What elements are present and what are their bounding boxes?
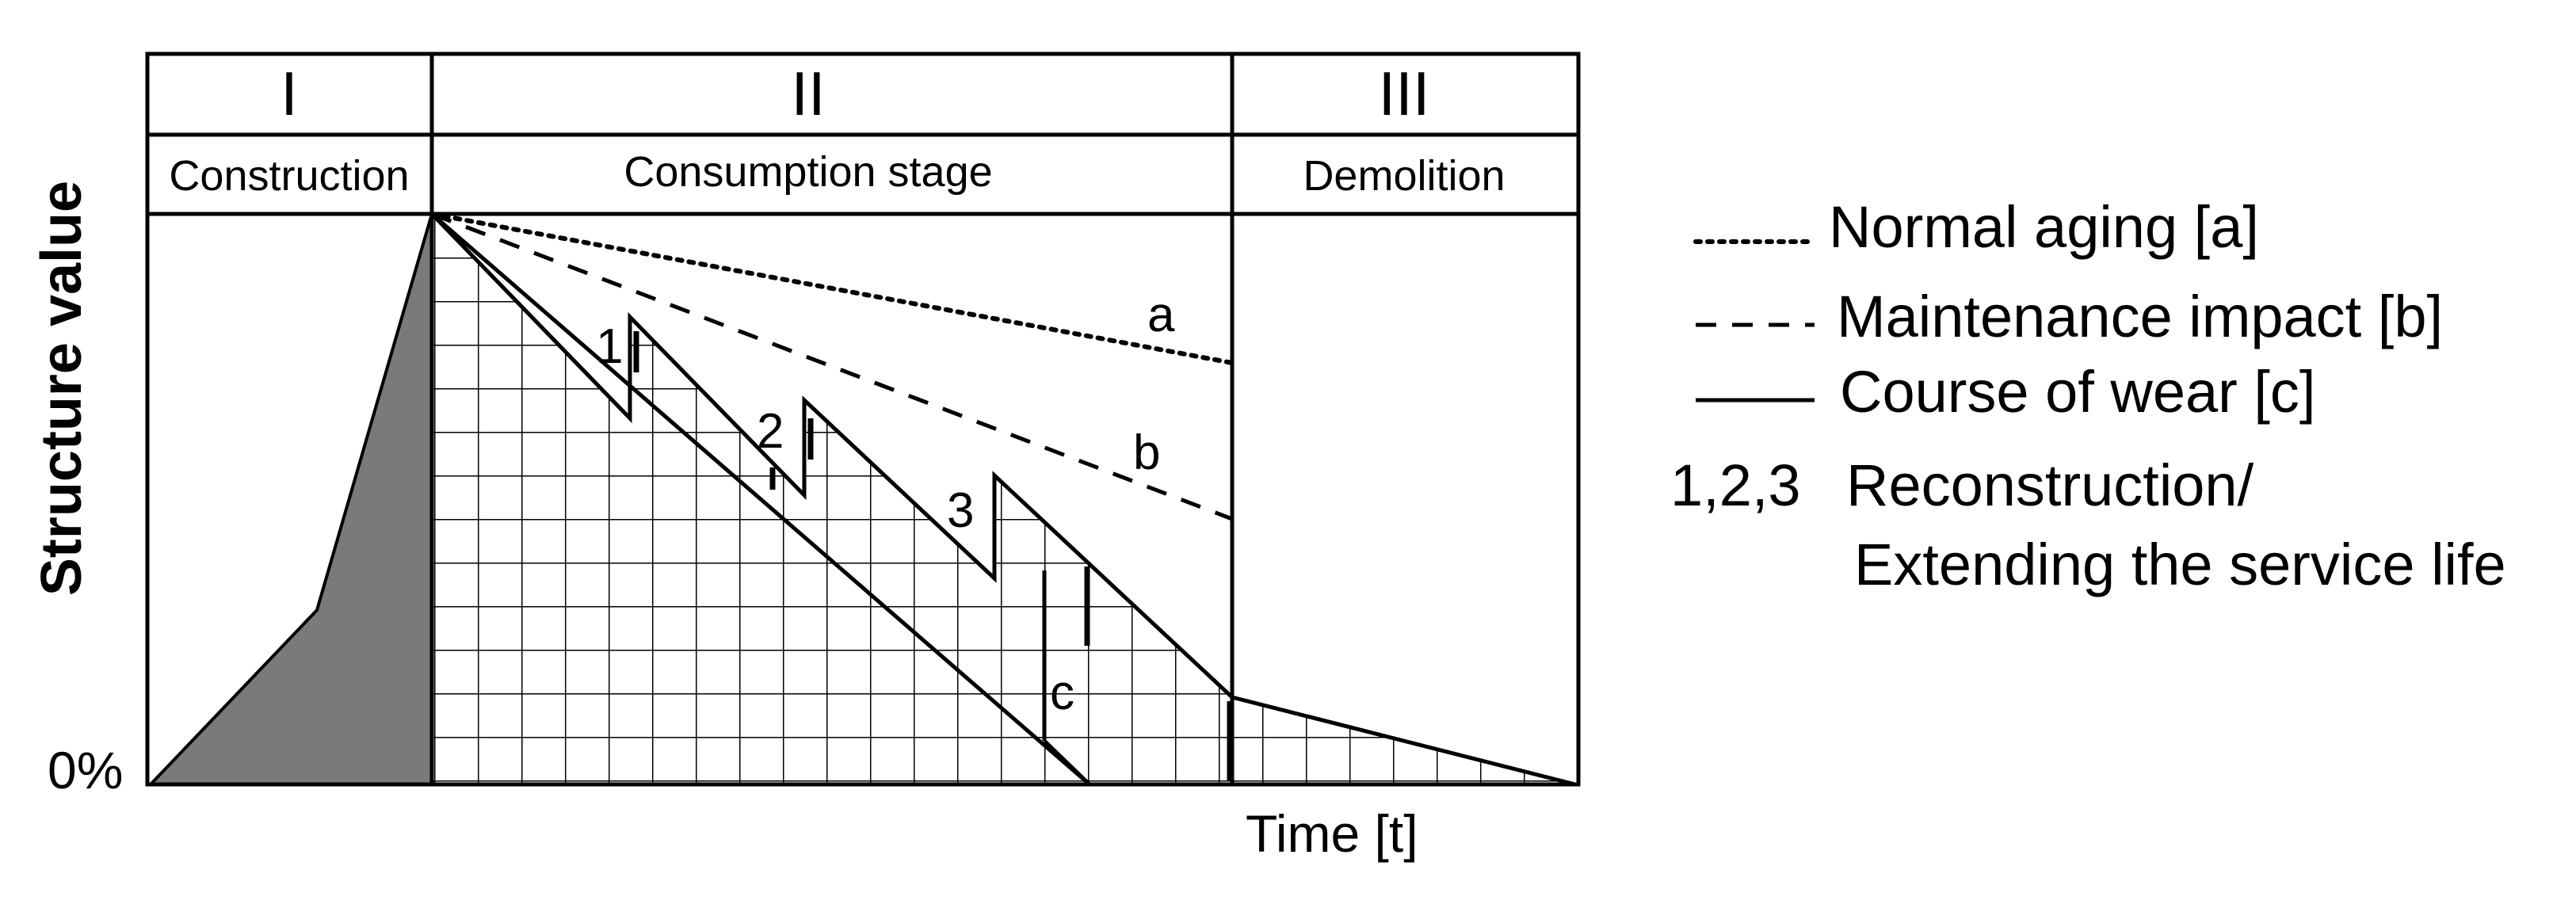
diagram-frame	[145, 52, 1581, 787]
curve-label-b: b	[1133, 425, 1160, 480]
legend-wear: Course of wear [c]	[1840, 359, 2315, 425]
reconstruction-markers	[633, 331, 1233, 780]
normal-aging-line	[429, 212, 1235, 365]
reconstruction-label-2: 2	[757, 404, 784, 459]
course-of-wear-line	[430, 212, 1091, 786]
demolition-decline-line	[1231, 695, 1576, 787]
wear-drop-connector	[1043, 739, 1091, 786]
consumption-hatched-area	[432, 214, 1232, 784]
legend-reconstruction-line1: Reconstruction/	[1846, 452, 2254, 518]
stage-name-demolition: Demolition	[1303, 152, 1505, 200]
reconstruction-label-1: 1	[596, 319, 623, 374]
legend-maintenance: Maintenance impact [b]	[1837, 284, 2443, 349]
legend-reconstruction-line2: Extending the service life	[1854, 532, 2506, 597]
curve-label-c: c	[1050, 666, 1074, 720]
reconstruction-label-3: 3	[947, 483, 974, 538]
construction-area	[147, 213, 433, 786]
legend: Normal aging [a] Maintenance impact [b] …	[1670, 194, 2506, 597]
stage-name-consumption: Consumption stage	[624, 148, 992, 196]
y-axis-title: Structure value	[30, 181, 93, 596]
stage-numeral-2: II	[791, 59, 825, 128]
x-axis-title: Time [t]	[1246, 804, 1418, 863]
curve-label-a: a	[1147, 288, 1175, 342]
stage-numeral-3: III	[1378, 59, 1429, 128]
stage-name-construction: Construction	[169, 152, 409, 200]
reconstruction-sawtooth-line	[430, 212, 1235, 784]
y-origin-label: 0%	[48, 741, 123, 799]
stage-numeral-1: I	[280, 59, 298, 128]
legend-reconstruction-key: 1,2,3	[1670, 452, 1801, 518]
legend-normal-aging: Normal aging [a]	[1829, 194, 2259, 260]
